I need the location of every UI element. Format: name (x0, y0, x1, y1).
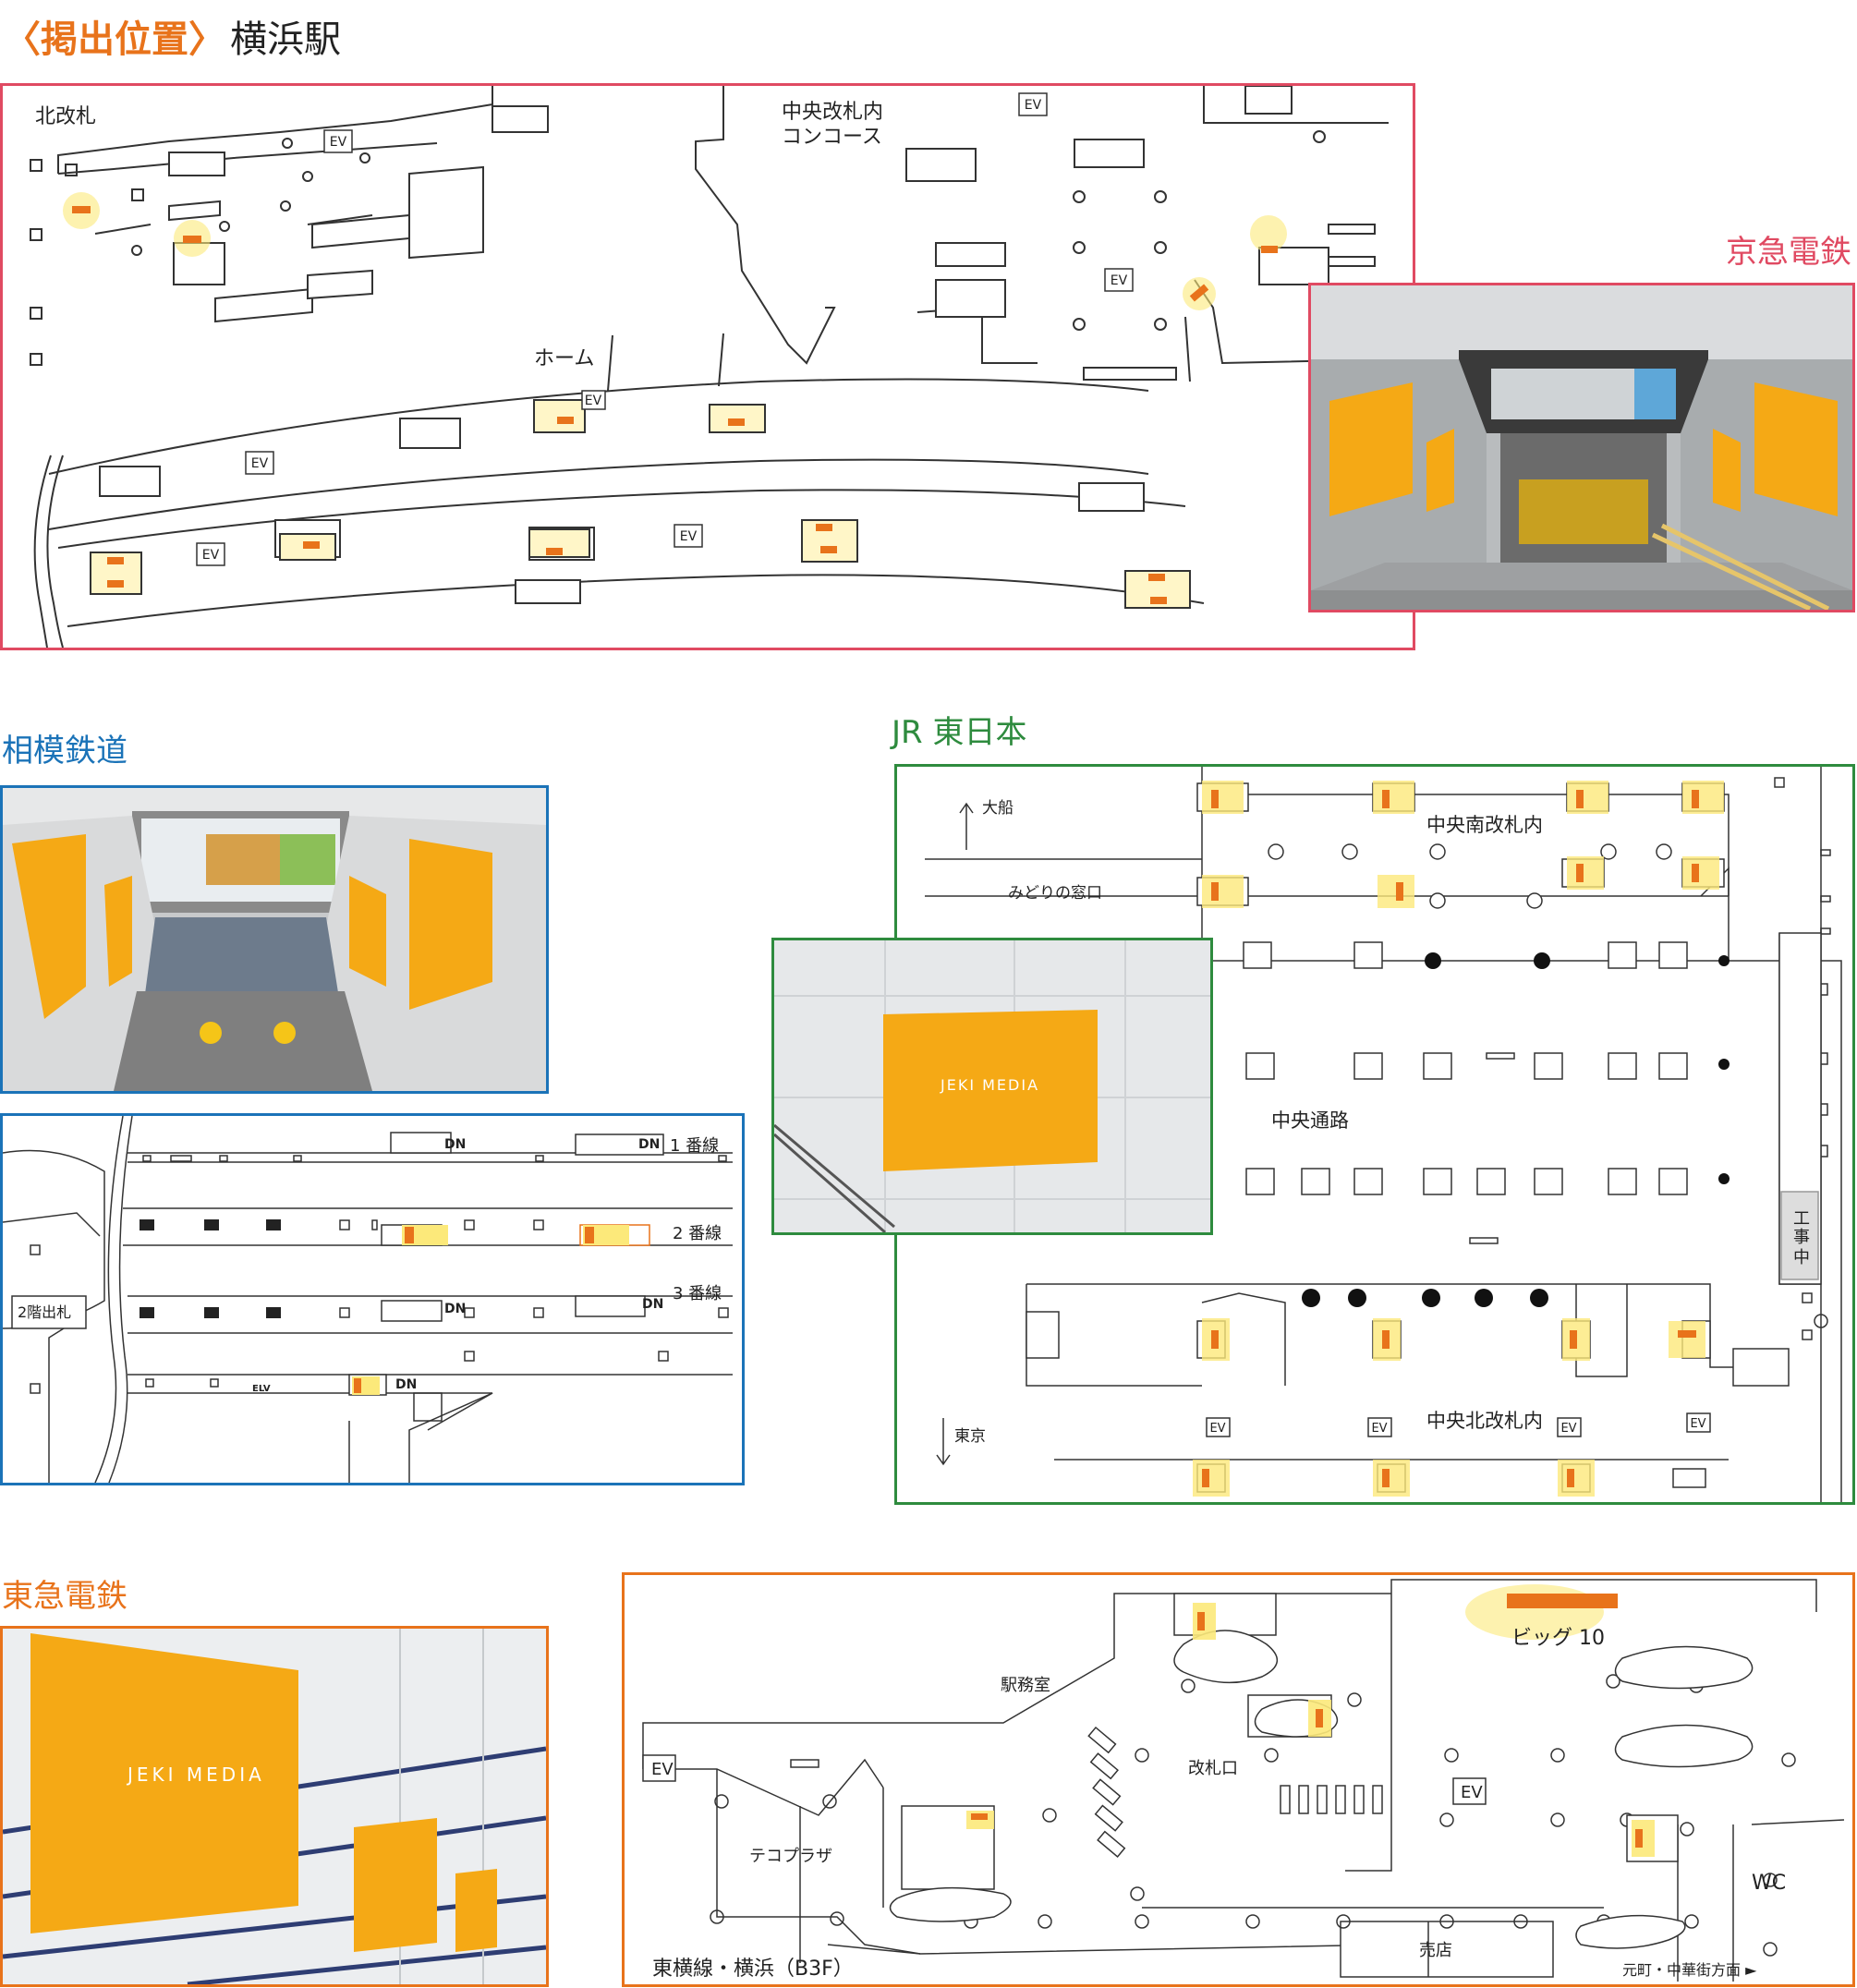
keikyu-map: EV EV EV EV EV EV EV 北改札 中央改札内 コンコース ホーム (0, 83, 1415, 650)
north-gate-label: 北改札 (35, 105, 96, 128)
south-gate-label: 中央南改札内 (1426, 814, 1543, 836)
ev-label: EV (1560, 1422, 1576, 1436)
tokyu-floorplan: 駅務室 ビッグ 10 改札口 EV EV テコプラザ WC 売店 東横線・横浜（… (642, 1579, 1845, 1982)
north-gate-label: 中央北改札内 (1426, 1410, 1543, 1432)
ev-label: EV (1690, 1417, 1705, 1431)
title-bracket: 〈掲出位置〉 (4, 18, 225, 61)
line-name-label: 東横線・横浜（B3F） (652, 1958, 854, 1981)
track1-label: 1 番線 (670, 1136, 719, 1156)
tokyu-photo: JEKI MEDIA (0, 1626, 549, 1987)
wc-label: WC (1752, 1872, 1786, 1895)
central-concourse-label-1: 中央改札内 (782, 101, 883, 124)
sotetsu-label: 相模鉄道 (2, 733, 127, 770)
keikyu-photo (1308, 283, 1855, 612)
shop-label: 売店 (1419, 1941, 1452, 1960)
jeki-media-text: JEKI MEDIA (126, 1764, 265, 1786)
teco-label: テコプラザ (749, 1847, 832, 1866)
jr-floorplan: EV EV EV EV 大船 みどりの窓口 東京 中央南改札内 中央通路 中央北… (925, 767, 1842, 1502)
tokyu-photo-image: JEKI MEDIA (3, 1629, 546, 1984)
station-name: 横浜駅 (230, 18, 342, 61)
ev-label: EV (1209, 1422, 1225, 1436)
dn-label: DN (395, 1377, 417, 1392)
sotetsu-photo-image (3, 788, 546, 1091)
elv-label: ELV (252, 1384, 271, 1394)
page-title: 〈掲出位置〉 横浜駅 (4, 9, 341, 63)
jr-photo: JEKI MEDIA (771, 938, 1213, 1235)
keikyu-photo-image (1311, 285, 1852, 610)
dn-label: DN (444, 1302, 466, 1316)
central-passage-label: 中央通路 (1271, 1109, 1349, 1132)
ev-label: EV (202, 548, 220, 563)
ev-label: EV (1025, 98, 1042, 113)
dn-label: DN (642, 1297, 663, 1312)
central-concourse-label-2: コンコース (782, 126, 882, 149)
platform-label: ホーム (534, 347, 594, 370)
jr-label: JR 東日本 (892, 714, 1027, 751)
keikyu-label: 京急電鉄 (1726, 234, 1851, 271)
construction-label-3: 中 (1793, 1248, 1810, 1267)
jeki-media-text: JEKI MEDIA (940, 1076, 1039, 1094)
ev-label: EV (651, 1760, 674, 1779)
construction-label-2: 事 (1793, 1228, 1810, 1247)
dn-label: DN (444, 1137, 466, 1152)
ev-label: EV (585, 394, 602, 408)
ev-label: EV (1111, 273, 1128, 288)
sotetsu-photo (0, 785, 549, 1094)
tokyu-label: 東急電鉄 (2, 1578, 127, 1615)
big10-label: ビッグ 10 (1511, 1627, 1605, 1650)
sotetsu-floorplan: DN DN DN DN DN ELV 1 番線 2 番線 3 番線 2階出札 (2, 1115, 733, 1484)
tokyo-label: 東京 (954, 1427, 986, 1446)
direction-label: 元町・中華街方面 ► (1622, 1961, 1757, 1979)
ev-label: EV (1371, 1422, 1387, 1436)
dn-label: DN (638, 1137, 660, 1152)
tokyu-map: 駅務室 ビッグ 10 改札口 EV EV テコプラザ WC 売店 東横線・横浜（… (622, 1572, 1855, 1987)
station-office-label: 駅務室 (1001, 1676, 1050, 1695)
sotetsu-map: DN DN DN DN DN ELV 1 番線 2 番線 3 番線 2階出札 (0, 1113, 745, 1485)
ev-label: EV (251, 456, 269, 471)
construction-label-1: 工 (1793, 1209, 1810, 1229)
track2-label: 2 番線 (673, 1224, 722, 1243)
ev-label: EV (330, 135, 347, 150)
keikyu-floorplan: EV EV EV EV EV EV EV 北改札 中央改札内 コンコース ホーム (30, 85, 1390, 649)
exit-label: 2階出札 (18, 1303, 71, 1321)
gate-label: 改札口 (1188, 1759, 1238, 1778)
ev-label: EV (1461, 1783, 1483, 1802)
ev-label: EV (680, 529, 698, 544)
jr-photo-image: JEKI MEDIA (774, 940, 1210, 1232)
ofuna-label: 大船 (982, 799, 1013, 818)
track3-label: 3 番線 (673, 1284, 722, 1303)
midori-label: みどりの窓口 (1008, 884, 1102, 903)
